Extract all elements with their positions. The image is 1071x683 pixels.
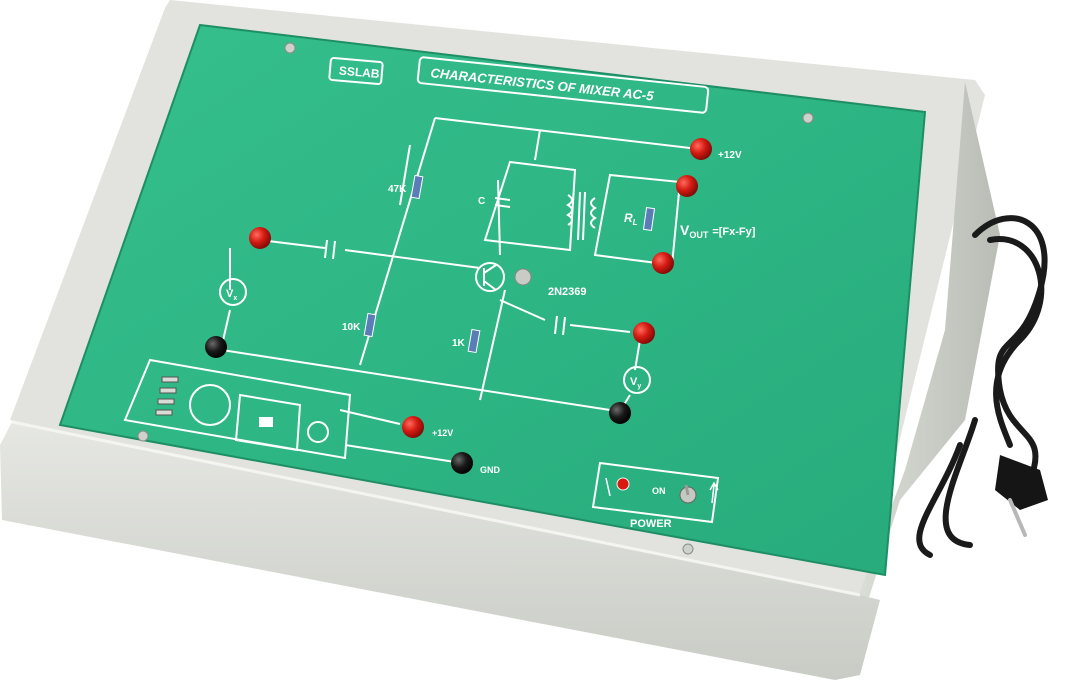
led-icon [616, 477, 630, 491]
socket-vout-red[interactable] [652, 252, 674, 274]
circuit-traces [221, 117, 691, 463]
cap-c-label: C [478, 196, 485, 207]
transformer-icon [483, 160, 682, 267]
vout-label: VOUT=[Fx-Fy] [680, 222, 756, 240]
plus12v-bottom-label: +12V [432, 428, 453, 438]
box-front-face [0, 422, 880, 680]
vx-label: Vx [226, 288, 237, 302]
socket-vx-red[interactable] [249, 227, 271, 249]
power-label: POWER [630, 518, 672, 530]
socket-tank-red[interactable] [676, 175, 698, 197]
r1k-label: 1K [452, 338, 466, 349]
socket-vy-red[interactable] [633, 322, 655, 344]
resistor-icon [363, 174, 656, 354]
transistor-label: 2N2369 [548, 286, 587, 298]
title-box [416, 56, 710, 114]
power-switch-panel [591, 461, 720, 524]
brand-label: SSLAB [338, 64, 380, 82]
r47k-label: 47K [388, 184, 407, 195]
voltmeter-icon [219, 278, 651, 394]
rl-label: RL [624, 211, 638, 227]
socket-plus12v-red[interactable] [690, 138, 712, 160]
power-cord-icon [916, 215, 1048, 558]
green-panel [58, 23, 927, 577]
socket-supply-red[interactable] [402, 416, 424, 438]
screw-icon [137, 42, 814, 555]
vy-label: Vy [630, 376, 641, 390]
socket-gnd-black[interactable] [451, 452, 473, 474]
socket-vy-black[interactable] [609, 402, 631, 424]
socket-terminals[interactable] [205, 138, 712, 474]
capacitor-icon [324, 197, 566, 336]
power-supply-block [123, 358, 352, 460]
transistor-icon [475, 262, 532, 292]
socket-vx-black[interactable] [205, 336, 227, 358]
brand-box [328, 57, 384, 85]
gnd-label: GND [480, 465, 501, 475]
r10k-label: 10K [342, 322, 361, 333]
on-label: ON [652, 486, 666, 496]
plus12v-top-label: +12V [718, 150, 742, 161]
plug-icon [995, 455, 1048, 537]
box-right-side [855, 82, 1000, 610]
diode-icons [155, 376, 179, 416]
